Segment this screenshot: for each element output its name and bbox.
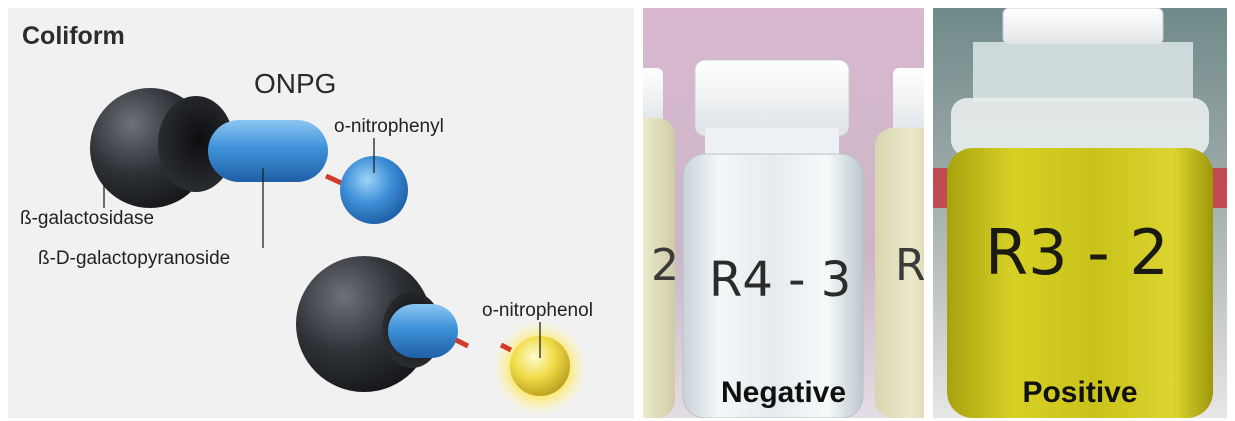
left-partial-bottle: [643, 68, 675, 418]
left-bottle-label: 2: [651, 240, 679, 291]
positive-bottle-label: R3 - 2: [985, 216, 1169, 289]
o-nitrophenol-label: o-nitrophenol: [482, 300, 593, 321]
o-nitrophenol-ball: [510, 336, 570, 396]
negative-result-photo: 2 R R4 - 3 Negative: [643, 8, 924, 418]
positive-caption: Positive: [1022, 376, 1138, 409]
onpg-diagram-illustration: [90, 88, 588, 416]
onpg-label: ONPG: [254, 68, 337, 99]
o-nitrophenyl-label: o-nitrophenyl: [334, 116, 444, 137]
negative-bottles-illustration: [643, 8, 924, 418]
onpg-diagram-panel: Coliform ONPG o-nitrophenyl ß-galactosid…: [8, 8, 634, 418]
right-partial-bottle: [875, 68, 924, 418]
bound-galactopyranoside-capsule: [388, 304, 458, 358]
negative-center-bottle: [682, 59, 864, 418]
positive-bottle: [947, 8, 1213, 418]
onpg-galactopyranoside-capsule: [208, 120, 328, 182]
b-galactosidase-label: ß-galactosidase: [20, 208, 155, 229]
negative-bottle-label: R4 - 3: [709, 252, 852, 308]
o-nitrophenyl-ball: [340, 156, 408, 224]
positive-result-photo: R3 - 2 Positive: [933, 8, 1227, 418]
linker-bond-bottom: [454, 337, 470, 349]
right-bottle-label: R: [895, 240, 924, 291]
linker-bond-product: [499, 342, 513, 353]
positive-bottle-illustration: [933, 8, 1227, 418]
negative-caption: Negative: [720, 376, 847, 409]
diagram-title: Coliform: [22, 22, 125, 50]
b-d-galactopyranoside-label: ß-D-galactopyranoside: [38, 248, 231, 269]
